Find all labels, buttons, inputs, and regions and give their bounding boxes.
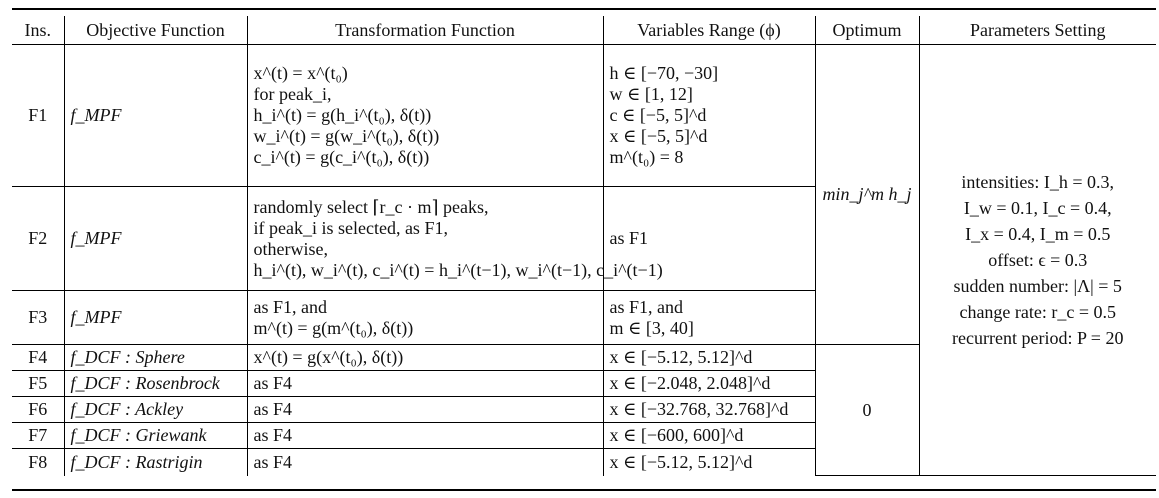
cell-transformation: as F4 — [246, 448, 604, 476]
cell-objective: f_MPF — [63, 186, 248, 291]
cell-ins: F6 — [12, 396, 65, 423]
transformation-line: h_i^(t), w_i^(t), c_i^(t) = h_i^(t−1), w… — [253, 259, 663, 280]
header-optimum: Optimum — [814, 16, 920, 45]
transformation-line: as F4 — [253, 451, 293, 472]
cell-ins: F8 — [12, 448, 65, 476]
cell-ins: F7 — [12, 422, 65, 449]
parameter-line: sudden number: |Λ| = 5 — [953, 276, 1122, 296]
cell-parameters: intensities: I_h = 0.3, I_w = 0.1, I_c = … — [918, 44, 1156, 476]
cell-transformation: x^(t) = x^(t₀)for peak_i,h_i^(t) = g(h_i… — [246, 44, 604, 187]
transformation-line: for peak_i, — [253, 84, 332, 104]
variables-line: x ∈ [−32.768, 32.768]^d — [609, 399, 789, 419]
variables-line: as F1 — [609, 228, 649, 248]
cell-transformation: x^(t) = g(x^(t₀), δ(t)) — [246, 344, 604, 371]
optimum-expression: min_j^m h_j — [822, 184, 912, 204]
header-variables: Variables Range (ϕ) — [602, 16, 816, 45]
header-transformation: Transformation Function — [246, 16, 604, 45]
transformation-line: as F1, and — [253, 296, 328, 317]
transformation-line: x^(t) = g(x^(t₀), δ(t)) — [253, 347, 404, 367]
parameter-line: change rate: r_c = 0.5 — [959, 302, 1117, 322]
cell-transformation: as F4 — [246, 370, 604, 397]
parameter-line: I_w = 0.1, I_c = 0.4, — [963, 198, 1112, 218]
parameter-line: recurrent period: P = 20 — [952, 328, 1124, 348]
variables-line: as F1, and — [609, 296, 684, 317]
variables-line: x ∈ [−5.12, 5.12]^d — [609, 451, 753, 472]
cell-transformation: as F4 — [246, 422, 604, 449]
variables-line: m^(t₀) = 8 — [609, 147, 684, 167]
transformation-line: w_i^(t) = g(w_i^(t₀), δ(t)) — [253, 126, 440, 146]
variables-line: x ∈ [−2.048, 2.048]^d — [609, 373, 771, 393]
transformation-line: otherwise, — [253, 238, 328, 259]
transformation-line: m^(t) = g(m^(t₀), δ(t)) — [253, 317, 414, 338]
variables-line: h ∈ [−70, −30] — [609, 63, 719, 83]
cell-objective: f_DCF : Rosenbrock — [63, 370, 248, 397]
cell-ins: F4 — [12, 344, 65, 371]
transformation-line: x^(t) = x^(t₀) — [253, 63, 348, 83]
cell-objective: f_MPF — [63, 290, 248, 345]
header-row: Ins. Objective Function Transformation F… — [12, 16, 1156, 45]
variables-line: x ∈ [−5, 5]^d — [609, 126, 708, 146]
header-objective: Objective Function — [63, 16, 248, 45]
cell-objective: f_DCF : Ackley — [63, 396, 248, 423]
transformation-line: as F4 — [253, 399, 293, 419]
cell-transformation: randomly select ⌈r_c · m⌉ peaks,if peak_… — [246, 186, 663, 291]
cell-transformation: as F4 — [246, 396, 604, 423]
cell-objective: f_DCF : Sphere — [63, 344, 248, 371]
cell-variables: x ∈ [−600, 600]^d — [602, 422, 815, 449]
parameter-line: offset: ϵ = 0.3 — [988, 250, 1088, 270]
parameter-line: intensities: I_h = 0.3, — [961, 172, 1115, 192]
variables-line: m ∈ [3, 40] — [609, 317, 694, 338]
cell-objective: f_DCF : Griewank — [63, 422, 248, 449]
variables-line: x ∈ [−600, 600]^d — [609, 425, 744, 445]
parameter-line: I_x = 0.4, I_m = 0.5 — [965, 224, 1111, 244]
benchmark-table: Ins. Objective Function Transformation F… — [12, 16, 1156, 476]
cell-ins: F3 — [12, 290, 65, 345]
bottom-rule — [12, 489, 1156, 491]
variables-line: c ∈ [−5, 5]^d — [609, 105, 707, 125]
cell-ins: F1 — [12, 44, 65, 187]
variables-line: x ∈ [−5.12, 5.12]^d — [609, 347, 753, 367]
cell-ins: F2 — [12, 186, 65, 291]
cell-variables: x ∈ [−32.768, 32.768]^d — [602, 396, 815, 423]
top-rule — [12, 8, 1156, 10]
transformation-line: as F4 — [253, 425, 293, 445]
transformation-line: if peak_i is selected, as F1, — [253, 217, 448, 238]
cell-variables: x ∈ [−5.12, 5.12]^d — [602, 448, 815, 476]
header-ins: Ins. — [12, 16, 65, 45]
transformation-line: randomly select ⌈r_c · m⌉ peaks, — [253, 196, 489, 217]
cell-objective: f_MPF — [63, 44, 248, 187]
cell-objective: f_DCF : Rastrigin — [63, 448, 248, 476]
cell-ins: F5 — [12, 370, 65, 397]
transformation-line: c_i^(t) = g(c_i^(t₀), δ(t)) — [253, 147, 430, 167]
cell-variables: x ∈ [−5.12, 5.12]^d — [602, 344, 816, 371]
cell-optimum-mpf: min_j^m h_j — [814, 44, 920, 345]
cell-optimum-dcf: 0 — [814, 344, 919, 476]
variables-line: w ∈ [1, 12] — [609, 84, 693, 104]
transformation-line: h_i^(t) = g(h_i^(t₀), δ(t)) — [253, 105, 432, 125]
cell-variables: x ∈ [−2.048, 2.048]^d — [602, 370, 815, 397]
cell-variables: as F1 — [602, 186, 815, 291]
header-parameters: Parameters Setting — [918, 16, 1156, 45]
transformation-line: as F4 — [253, 373, 293, 393]
